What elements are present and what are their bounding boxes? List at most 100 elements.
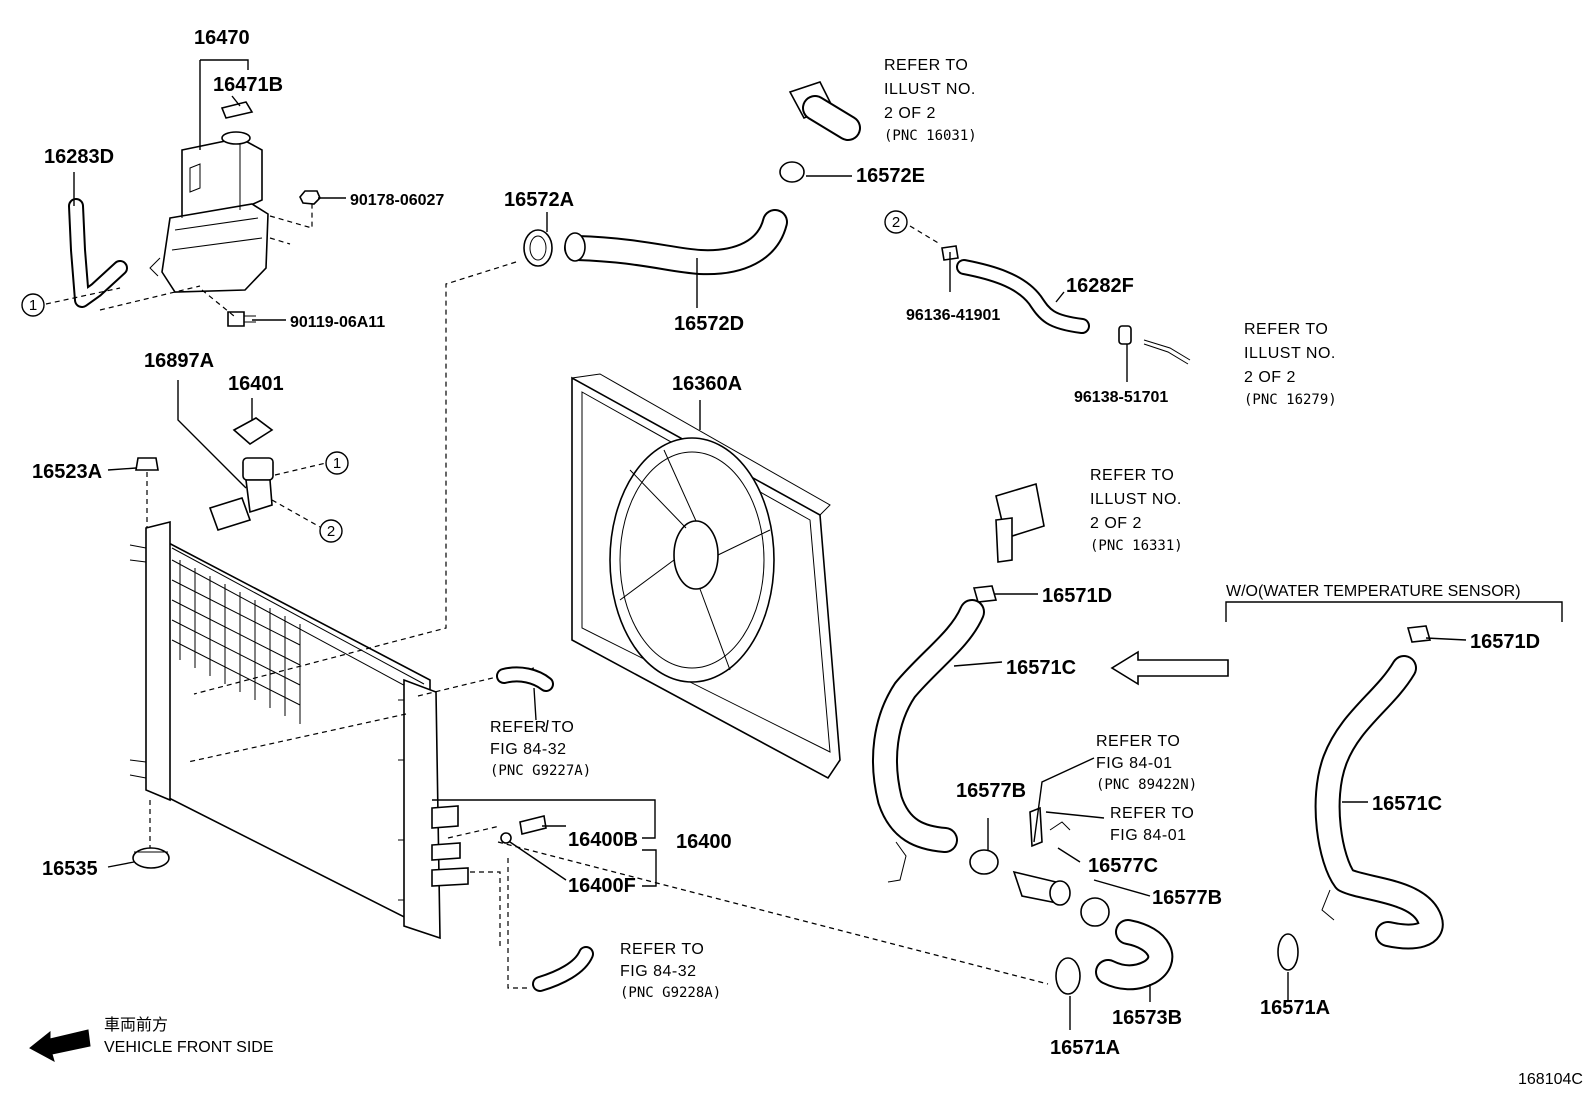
label-16572E: 16572E — [856, 165, 925, 187]
ref-G9228A-line-3: (PNC G9228A) — [620, 985, 721, 1001]
label-16571D-right: 16571D — [1470, 631, 1540, 653]
ref-16331-line-4: (PNC 16331) — [1090, 538, 1183, 554]
ref-note-16279: REFER TO ILLUST NO. 2 OF 2 (PNC 16279) — [1244, 321, 1337, 408]
label-90119-06A11: 90119-06A11 — [290, 314, 385, 331]
direction-jp: 車両前方 — [104, 1016, 168, 1034]
radiator-cap — [232, 417, 274, 445]
figure-id: 168104C — [1518, 1071, 1583, 1088]
hose-clamp-16571A-center — [1055, 957, 1081, 995]
fan-blade — [609, 437, 775, 683]
ref-G9227A-line-2: FIG 84-32 — [490, 741, 567, 758]
callout-2-right: 2 — [884, 210, 908, 234]
callout-1-right-label: 1 — [333, 455, 341, 472]
lower-radiator-hose-16571C — [872, 599, 985, 883]
arrow-left-icon — [1110, 650, 1229, 686]
sensor-adapter-16577C — [1012, 870, 1071, 906]
front-arrow-icon — [29, 1029, 91, 1063]
ref-89422N-line-2: FIG 84-01 — [1096, 755, 1173, 772]
o-ring — [500, 832, 512, 844]
ref-16279-line-3: 2 OF 2 — [1244, 369, 1296, 386]
radiator-right-tank — [398, 678, 441, 940]
ref-16031-line-1: REFER TO — [884, 57, 968, 74]
bypass-pipe — [1143, 339, 1191, 365]
radiator-left-tank — [129, 520, 171, 802]
ref-16279-line-1: REFER TO — [1244, 321, 1328, 338]
ref-16031-line-2: ILLUST NO. — [884, 81, 976, 98]
hose-clamp-16577B-upper — [969, 849, 999, 875]
lower-mount-cushion — [132, 847, 170, 869]
reservoir-tank — [149, 131, 269, 293]
ref-16031-line-4: (PNC 16031) — [884, 128, 977, 144]
ref-8401-line-2: FIG 84-01 — [1110, 827, 1187, 844]
label-16571A-right: 16571A — [1260, 997, 1330, 1019]
ref-hose-G9227A — [496, 666, 554, 692]
ref-16331-line-2: ILLUST NO. — [1090, 491, 1182, 508]
radiator-filler-neck — [208, 457, 274, 531]
callout-2-left-label: 2 — [327, 523, 335, 540]
label-96138-51701: 96138-51701 — [1074, 389, 1168, 406]
radiator-outlet-pipes — [431, 805, 469, 887]
ref-16331-line-1: REFER TO — [1090, 467, 1174, 484]
label-16577B-upper: 16577B — [956, 780, 1026, 802]
hose-clamp-16571A-right — [1277, 933, 1299, 971]
label-16282F: 16282F — [1066, 275, 1134, 297]
label-16572A: 16572A — [504, 189, 574, 211]
clip-96138 — [1118, 325, 1132, 345]
radiator-core — [162, 538, 431, 932]
hose-16573B — [1095, 919, 1174, 991]
callout-2-right-label: 2 — [892, 214, 900, 231]
label-16400F: 16400F — [568, 875, 636, 897]
reservoir-hose — [68, 198, 128, 308]
bypass-hose — [956, 259, 1090, 334]
label-96136-41901: 96136-41901 — [906, 307, 1000, 324]
ref-G9228A-line-2: FIG 84-32 — [620, 963, 697, 980]
ref-16279-line-4: (PNC 16279) — [1244, 392, 1337, 408]
label-90178-06027: 90178-06027 — [350, 192, 444, 209]
hose-clamp-16577B-lower — [1080, 897, 1110, 927]
leader-lines — [73, 59, 1467, 1030]
lower-radiator-hose-variant — [1314, 655, 1444, 950]
bolt-90119 — [227, 311, 256, 327]
ref-89422N-line-3: (PNC 89422N) — [1096, 777, 1197, 793]
label-16283D: 16283D — [44, 146, 114, 168]
ref-hose-G9228A — [532, 946, 594, 992]
label-16400B: 16400B — [568, 829, 638, 851]
label-16577B-lower: 16577B — [1152, 887, 1222, 909]
ref-G9227A-line-1: REFER TO — [490, 719, 574, 736]
water-inlet-fitting — [995, 482, 1045, 563]
ref-note-16331: REFER TO ILLUST NO. 2 OF 2 (PNC 16331) — [1090, 467, 1183, 554]
ref-G9227A-line-3: (PNC G9227A) — [490, 763, 591, 779]
callout-1-left: 1 — [21, 293, 45, 317]
front-direction-indicator: 車両前方 VEHICLE FRONT SIDE — [29, 1016, 274, 1063]
upper-radiator-hose — [564, 209, 788, 276]
label-16400: 16400 — [676, 831, 732, 853]
label-16571C-left: 16571C — [1006, 657, 1076, 679]
hose-clamp-16572E — [779, 161, 805, 183]
nut-90178 — [299, 190, 321, 205]
label-16577C: 16577C — [1088, 855, 1158, 877]
label-16573B: 16573B — [1112, 1007, 1182, 1029]
label-16523A: 16523A — [32, 461, 102, 483]
hose-clamp-16572A — [523, 229, 553, 267]
ref-16331-line-3: 2 OF 2 — [1090, 515, 1142, 532]
clip-16571D-right — [1406, 625, 1432, 643]
dashed-connections — [45, 200, 1049, 989]
ref-note-G9228A: REFER TO FIG 84-32 (PNC G9228A) — [620, 941, 721, 1001]
label-16571A-center: 16571A — [1050, 1037, 1120, 1059]
drain-cock — [519, 815, 547, 835]
label-16470: 16470 — [194, 27, 250, 49]
label-16572D: 16572D — [674, 313, 744, 335]
callout-1-left-label: 1 — [29, 297, 37, 314]
water-outlet-fitting — [788, 81, 861, 141]
ref-16031-line-3: 2 OF 2 — [884, 105, 936, 122]
label-16471B: 16471B — [213, 74, 283, 96]
label-16535: 16535 — [42, 858, 98, 880]
callout-1-right: 1 — [325, 451, 349, 475]
reservoir-cap — [220, 101, 254, 119]
sensor-connector — [1049, 821, 1071, 831]
ref-note-16031: REFER TO ILLUST NO. 2 OF 2 (PNC 16031) — [884, 57, 977, 144]
callout-2-left: 2 — [319, 519, 343, 543]
ref-8401-line-1: REFER TO — [1110, 805, 1194, 822]
direction-en: VEHICLE FRONT SIDE — [104, 1039, 274, 1056]
upper-mount-cushion — [135, 457, 159, 471]
